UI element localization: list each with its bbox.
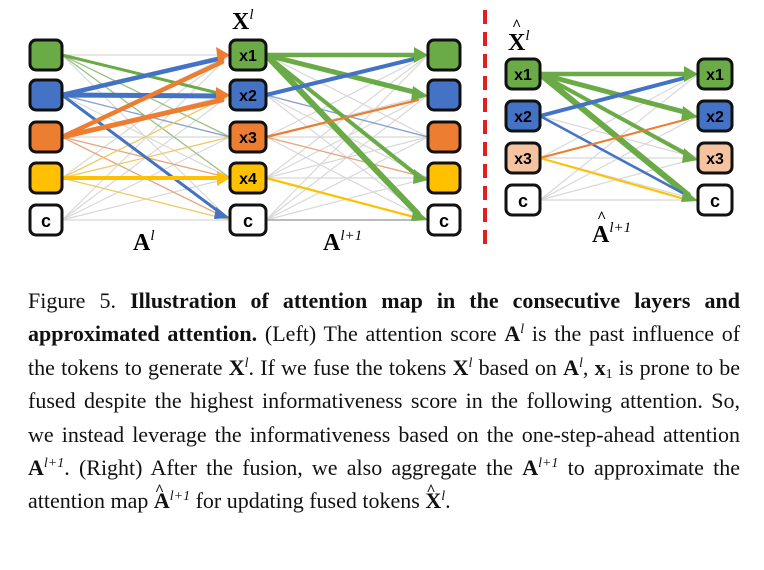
node-col3-orange: [426, 120, 462, 154]
label-a-l1: Al+1: [323, 228, 362, 256]
node-r2-x1: [696, 57, 734, 91]
node-col1-c: [28, 203, 64, 237]
label-hat-a-l1: ^ Al+1: [592, 209, 631, 248]
node-r2-c: [696, 183, 734, 217]
strong-edges-a-l: [59, 53, 225, 216]
node-r2-x3: [696, 141, 734, 175]
nodes-col3: c: [426, 38, 462, 237]
node-r2-x2: [696, 99, 734, 133]
node-col1-yellow: [28, 161, 64, 195]
nodes-col1: c: [28, 38, 64, 237]
node-r2-x1-label: x1: [706, 67, 724, 84]
caption-title: Illustration of attention map in the con…: [28, 288, 740, 347]
node-hat-c-label: c: [518, 191, 528, 211]
node-col3-c-label: c: [439, 211, 449, 231]
node-col1-blue: [28, 78, 64, 112]
node-col1-orange: [28, 120, 64, 154]
node-col2-c-label: c: [243, 211, 253, 231]
node-hat-x2-label: x2: [514, 109, 532, 126]
node-x2: [228, 78, 268, 112]
node-col3-blue: [426, 78, 462, 112]
label-hat-x-l: ^ Xl: [508, 17, 530, 56]
node-hat-x3: [504, 141, 542, 175]
figure-caption: Figure 5. Illustration of attention map …: [28, 288, 741, 514]
node-x2-label: x2: [239, 88, 257, 105]
node-col2-c: [228, 203, 268, 237]
svg-text:Xl: Xl: [508, 28, 530, 56]
label-a-l: Al: [133, 228, 155, 256]
svg-text:^: ^: [597, 209, 606, 226]
arrowheads-right: [681, 66, 698, 202]
node-r2-x2-label: x2: [706, 109, 724, 126]
node-x1: [228, 38, 268, 72]
node-hat-x2: [504, 99, 542, 133]
node-hat-x1-label: x1: [514, 67, 532, 84]
node-col1-green: [28, 38, 64, 72]
caption-fig-label: Figure 5.: [28, 288, 116, 313]
node-hat-c: [504, 183, 542, 217]
node-x4: [228, 161, 268, 195]
node-hat-x3-label: x3: [514, 151, 532, 168]
node-col1-c-label: c: [41, 211, 51, 231]
node-x4-label: x4: [239, 171, 257, 188]
nodes-right-col2: x1 x2 x3 c: [696, 57, 734, 217]
node-x1-label: x1: [239, 48, 257, 65]
attention-figure: c x1 x2 x3 x4 c c Xl Al Al+1: [28, 7, 734, 256]
label-x-l: Xl: [232, 7, 254, 35]
node-col3-green: [426, 38, 462, 72]
node-hat-x1: [504, 57, 542, 91]
svg-text:^: ^: [512, 17, 521, 34]
node-col3-c: [426, 203, 462, 237]
node-x3-label: x3: [239, 130, 257, 147]
node-col3-yellow: [426, 161, 462, 195]
node-r2-c-label: c: [710, 191, 720, 211]
arrowheads-col3: [411, 47, 428, 221]
node-r2-x3-label: x3: [706, 151, 724, 168]
strong-edges-a-l1: [263, 52, 421, 221]
nodes-col2: x1 x2 x3 x4 c: [228, 38, 268, 237]
node-x3: [228, 120, 268, 154]
strong-edges-right: [537, 71, 691, 201]
arrowheads-col2: [214, 47, 230, 219]
nodes-right-col1: x1 x2 x3 c: [504, 57, 542, 217]
svg-text:Al+1: Al+1: [592, 220, 631, 248]
